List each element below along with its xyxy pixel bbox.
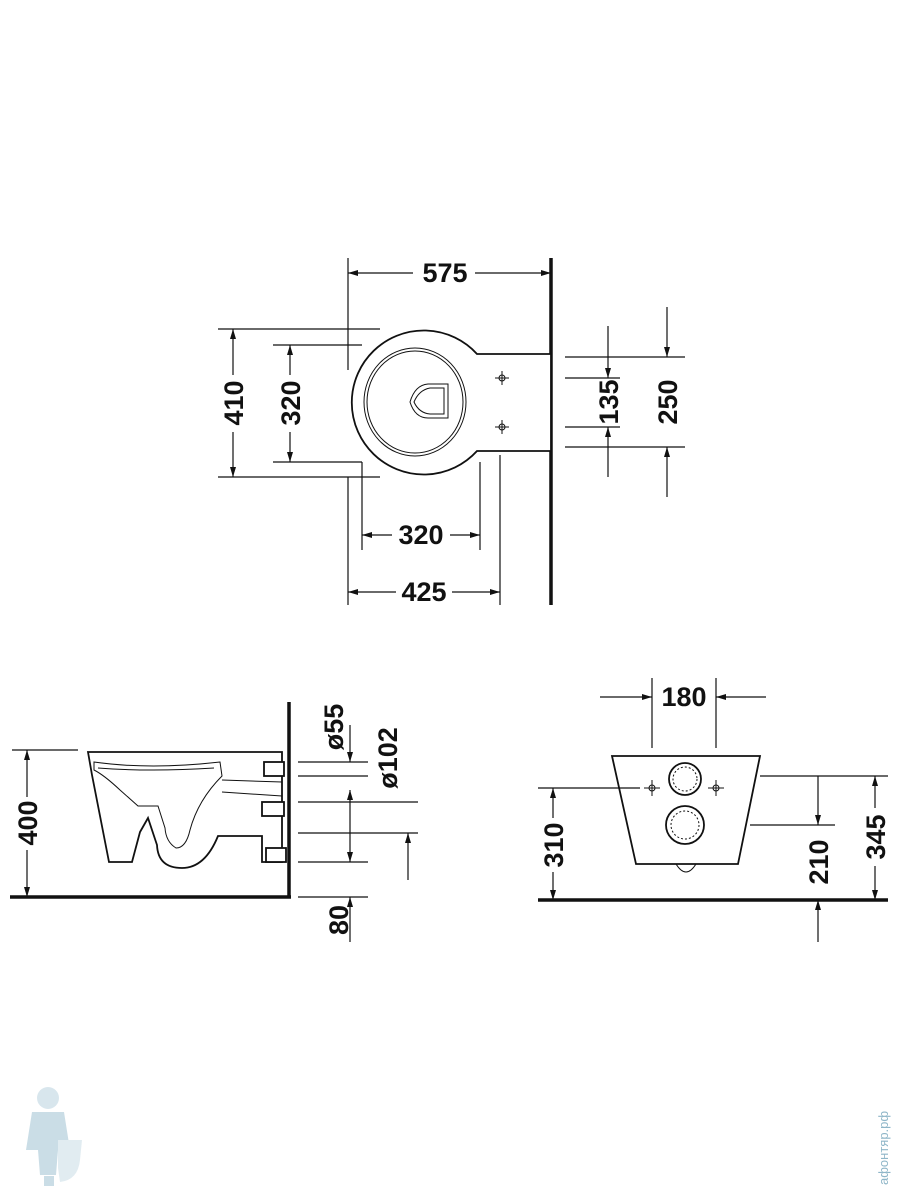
bracket-lower — [265, 847, 287, 863]
toilet-body-side — [86, 751, 283, 869]
dimension-310: 310 — [539, 822, 569, 867]
dimension-210: 210 — [804, 839, 834, 884]
dimension-425: 425 — [401, 577, 446, 607]
inlet-spigot — [263, 761, 285, 777]
dimension-320-vertical: 320 — [276, 380, 306, 425]
watermark-text: афонтяр.рф — [876, 1111, 891, 1185]
plumber-logo — [26, 1087, 82, 1186]
dimension-345: 345 — [861, 814, 891, 859]
dimension-d102: ø102 — [373, 727, 403, 789]
fixing-hole-lower — [495, 420, 509, 434]
dimension-180: 180 — [661, 682, 706, 712]
dimension-410: 410 — [219, 380, 249, 425]
rear-view: 180 310 210 345 — [538, 678, 891, 942]
dimension-400: 400 — [13, 800, 43, 845]
drain-opening — [409, 383, 449, 419]
dimension-320-horizontal: 320 — [398, 520, 443, 550]
dimension-80: 80 — [324, 905, 354, 935]
dimension-135: 135 — [594, 379, 624, 424]
bowl-inner-rim-2 — [366, 350, 464, 454]
dimension-d55: ø55 — [319, 704, 349, 751]
outlet-spigot — [261, 801, 285, 817]
fixing-hole-upper — [495, 371, 509, 385]
side-view: 400 ø55 ø102 80 — [10, 702, 418, 942]
bowl-outline-top — [350, 329, 552, 476]
dimension-250: 250 — [653, 379, 683, 424]
top-view: 575 410 320 135 250 320 — [218, 258, 685, 607]
dimension-575: 575 — [422, 258, 467, 288]
fixing-point-left — [644, 780, 660, 796]
fixing-point-right — [708, 780, 724, 796]
bowl-inner-rim — [363, 347, 467, 457]
outlet-hole — [665, 805, 705, 845]
inlet-hole — [668, 762, 702, 796]
